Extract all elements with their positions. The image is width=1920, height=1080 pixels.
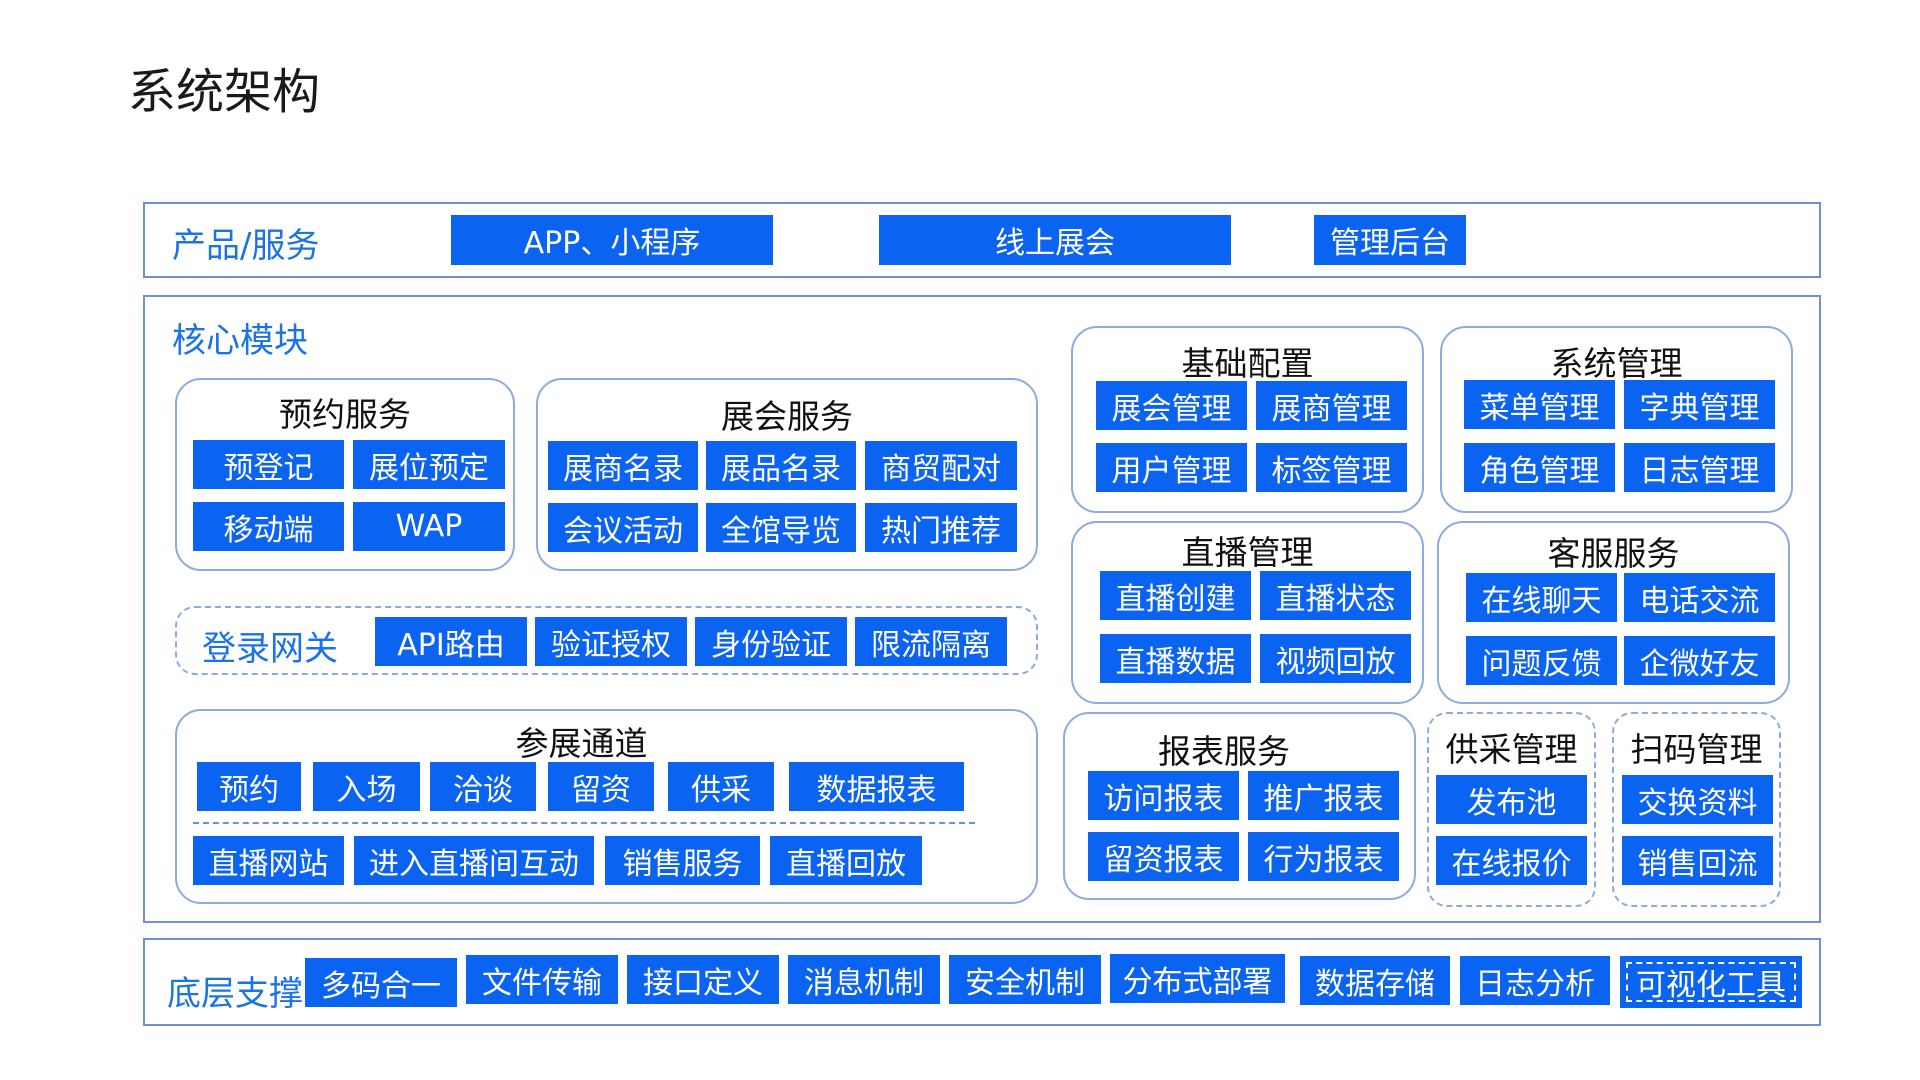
visualization-tool-button[interactable]: 可视化工具: [1620, 956, 1802, 1008]
booth-reserve-button[interactable]: 展位预定: [353, 440, 505, 489]
live-status-button[interactable]: 直播状态: [1260, 571, 1411, 620]
product-online-expo-button[interactable]: 线上展会: [879, 215, 1231, 265]
user-management-button[interactable]: 用户管理: [1096, 443, 1247, 492]
log-management-button[interactable]: 日志管理: [1624, 443, 1775, 492]
identity-verify-button[interactable]: 身份验证: [695, 617, 847, 666]
leads-report-button[interactable]: 留资报表: [1088, 832, 1239, 881]
login-gateway-label: 登录网关: [202, 629, 338, 669]
product-layer-label: 产品/服务: [172, 226, 320, 266]
sales-return-button[interactable]: 销售回流: [1622, 836, 1773, 885]
basic-config-title: 基础配置: [1181, 344, 1314, 383]
channel-reserve-button[interactable]: 预约: [197, 762, 301, 811]
security-mechanism-button[interactable]: 安全机制: [949, 955, 1101, 1004]
sales-service-button[interactable]: 销售服务: [605, 836, 760, 885]
core-layer-label: 核心模块: [172, 321, 308, 361]
dictionary-management-button[interactable]: 字典管理: [1624, 380, 1775, 429]
interface-definition-button[interactable]: 接口定义: [627, 955, 779, 1004]
product-admin-console-button[interactable]: 管理后台: [1314, 215, 1466, 265]
customer-service-title: 客服服务: [1547, 534, 1680, 573]
live-create-button[interactable]: 直播创建: [1100, 571, 1251, 620]
system-management-title: 系统管理: [1550, 344, 1683, 383]
expo-service-title: 展会服务: [721, 397, 853, 436]
page-title: 系统架构: [128, 64, 321, 120]
feedback-button[interactable]: 问题反馈: [1466, 636, 1617, 685]
live-room-interaction-button[interactable]: 进入直播间互动: [354, 836, 594, 885]
data-storage-button[interactable]: 数据存储: [1300, 956, 1450, 1005]
base-layer-label: 底层支撑: [167, 974, 303, 1014]
promotion-report-button[interactable]: 推广报表: [1248, 771, 1399, 820]
online-chat-button[interactable]: 在线聊天: [1466, 573, 1617, 622]
channel-divider: [193, 822, 975, 824]
trade-matching-button[interactable]: 商贸配对: [865, 441, 1017, 490]
menu-management-button[interactable]: 菜单管理: [1464, 380, 1615, 429]
wap-button[interactable]: WAP: [353, 502, 505, 551]
procurement-management-title: 供采管理: [1445, 730, 1578, 769]
rate-limit-isolation-button[interactable]: 限流隔离: [855, 617, 1007, 666]
report-service-title: 报表服务: [1158, 732, 1290, 771]
hot-recommend-button[interactable]: 热门推荐: [865, 503, 1017, 552]
channel-negotiate-button[interactable]: 洽谈: [430, 762, 536, 811]
channel-data-report-button[interactable]: 数据报表: [789, 762, 964, 811]
file-transfer-button[interactable]: 文件传输: [466, 955, 618, 1004]
venue-guide-button[interactable]: 全馆导览: [706, 503, 856, 552]
api-routing-button[interactable]: API路由: [375, 617, 527, 666]
tag-management-button[interactable]: 标签管理: [1256, 443, 1407, 492]
scan-management-title: 扫码管理: [1630, 730, 1763, 769]
channel-procurement-button[interactable]: 供采: [668, 762, 774, 811]
exhibit-directory-button[interactable]: 展品名录: [706, 441, 856, 490]
expo-management-button[interactable]: 展会管理: [1096, 381, 1247, 430]
meeting-events-button[interactable]: 会议活动: [548, 503, 698, 552]
exhibitor-directory-button[interactable]: 展商名录: [548, 441, 698, 490]
behavior-report-button[interactable]: 行为报表: [1248, 832, 1399, 881]
auth-verify-button[interactable]: 验证授权: [535, 617, 687, 666]
live-website-button[interactable]: 直播网站: [193, 836, 344, 885]
video-replay-button[interactable]: 视频回放: [1260, 634, 1411, 683]
live-replay-button[interactable]: 直播回放: [770, 836, 922, 885]
visit-report-button[interactable]: 访问报表: [1088, 771, 1239, 820]
exchange-info-button[interactable]: 交换资料: [1622, 775, 1773, 824]
message-mechanism-button[interactable]: 消息机制: [788, 955, 940, 1004]
mobile-button[interactable]: 移动端: [193, 502, 344, 551]
pre-register-button[interactable]: 预登记: [193, 440, 344, 489]
role-management-button[interactable]: 角色管理: [1464, 443, 1615, 492]
channel-leads-button[interactable]: 留资: [548, 762, 654, 811]
online-quote-button[interactable]: 在线报价: [1436, 836, 1587, 885]
booking-service-title: 预约服务: [279, 395, 411, 434]
multi-code-button[interactable]: 多码合一: [305, 958, 457, 1007]
wecom-friends-button[interactable]: 企微好友: [1624, 636, 1775, 685]
publish-pool-button[interactable]: 发布池: [1436, 775, 1587, 824]
product-app-miniprogram-button[interactable]: APP、小程序: [451, 215, 773, 265]
phone-contact-button[interactable]: 电话交流: [1624, 573, 1775, 622]
exhibit-channel-title: 参展通道: [515, 724, 648, 763]
log-analysis-button[interactable]: 日志分析: [1460, 956, 1610, 1005]
exhibitor-management-button[interactable]: 展商管理: [1256, 381, 1407, 430]
channel-entry-button[interactable]: 入场: [313, 762, 420, 811]
live-management-title: 直播管理: [1181, 533, 1314, 572]
distributed-deploy-button[interactable]: 分布式部署: [1110, 954, 1285, 1003]
live-data-button[interactable]: 直播数据: [1100, 634, 1251, 683]
